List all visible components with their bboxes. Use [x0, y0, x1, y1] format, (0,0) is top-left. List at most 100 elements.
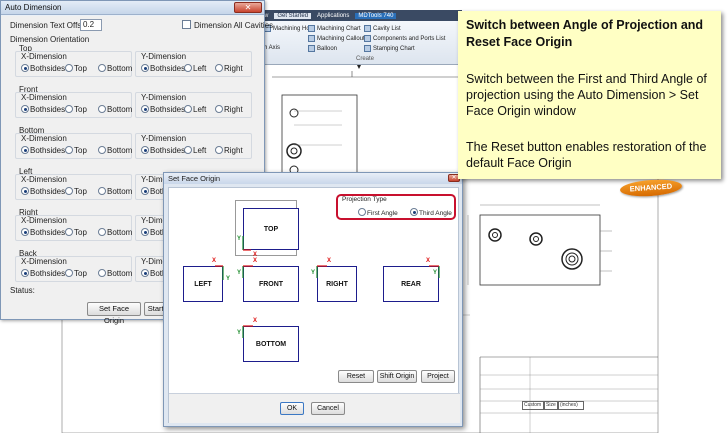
- x-option-bottom-top[interactable]: Bottom: [98, 64, 132, 73]
- project-button[interactable]: Project: [421, 370, 455, 383]
- radio-button[interactable]: [65, 187, 73, 195]
- ribbon-tab[interactable]: w: [264, 12, 269, 19]
- y-option-bothsides-bottom[interactable]: Bothsides: [141, 146, 185, 155]
- drawing-sheet-top: [262, 65, 462, 176]
- face-right[interactable]: RIGHT: [317, 266, 357, 302]
- x-option-top-front[interactable]: Top: [65, 105, 87, 114]
- axis-y-label: Y: [237, 270, 242, 276]
- radio-button[interactable]: [141, 228, 149, 236]
- y-option-bothsides-top[interactable]: Bothsides: [141, 64, 185, 73]
- face-front[interactable]: FRONT: [243, 266, 299, 302]
- radio-button[interactable]: [98, 105, 106, 113]
- y-option-left-top[interactable]: Left: [184, 64, 206, 73]
- radio-button[interactable]: [21, 187, 29, 195]
- right-face-origin-axes: [316, 265, 327, 278]
- axis-x-label: X: [426, 258, 431, 264]
- ribbon-components-ports[interactable]: Components and Ports List: [364, 35, 445, 42]
- ribbon-tab-applications[interactable]: Applications: [317, 12, 350, 19]
- face-top[interactable]: TOP: [243, 208, 299, 250]
- view-label-right: Right: [19, 208, 38, 217]
- radio-button[interactable]: [184, 146, 192, 154]
- radio-button[interactable]: [98, 187, 106, 195]
- x-option-bothsides-bottom[interactable]: Bothsides: [21, 146, 65, 155]
- radio-button[interactable]: [184, 105, 192, 113]
- ribbon-tab-mdtools[interactable]: MDTools 740: [355, 12, 397, 19]
- ribbon-balloon[interactable]: Balloon: [308, 45, 337, 52]
- radio-button[interactable]: [65, 228, 73, 236]
- radio-button[interactable]: [65, 64, 73, 72]
- radio-button[interactable]: [65, 146, 73, 154]
- radio-button[interactable]: [141, 187, 149, 195]
- title-block-units: (inches): [558, 401, 584, 410]
- radio-button[interactable]: [215, 64, 223, 72]
- y-option-bothsides-front[interactable]: Bothsides: [141, 105, 185, 114]
- text-offset-input[interactable]: 0.2: [80, 19, 102, 31]
- ribbon-machining-chart[interactable]: Machining Chart: [308, 25, 361, 32]
- face-bottom[interactable]: BOTTOM: [243, 326, 299, 362]
- ribbon-tab-get-started[interactable]: Get Started: [274, 12, 312, 19]
- ribbon-stamping-chart[interactable]: Stamping Chart: [364, 45, 415, 52]
- close-button[interactable]: ✕: [234, 2, 262, 13]
- face-rear[interactable]: REAR: [383, 266, 439, 302]
- ribbon-cavity-list[interactable]: Cavity List: [364, 25, 401, 32]
- x-option-bottom-bottom[interactable]: Bottom: [98, 146, 132, 155]
- first-angle-option[interactable]: First Angle: [358, 208, 398, 217]
- y-option-right-bottom[interactable]: Right: [215, 146, 243, 155]
- radio-button[interactable]: [21, 146, 29, 154]
- radio-button[interactable]: [184, 64, 192, 72]
- shift-origin-button[interactable]: Shift Origin: [377, 370, 417, 383]
- radio-button[interactable]: [21, 105, 29, 113]
- radio-button[interactable]: [21, 269, 29, 277]
- y-option-right-front[interactable]: Right: [215, 105, 243, 114]
- reset-button[interactable]: Reset: [338, 370, 374, 383]
- radio-button[interactable]: [141, 269, 149, 277]
- radio-button[interactable]: [21, 228, 29, 236]
- x-option-bothsides-back[interactable]: Bothsides: [21, 269, 65, 278]
- x-option-top-right[interactable]: Top: [65, 228, 87, 237]
- x-dimension-label: X-Dimension: [21, 52, 67, 61]
- dialog-title: Set Face Origin: [168, 174, 221, 183]
- x-option-top-back[interactable]: Top: [65, 269, 87, 278]
- radio-button[interactable]: [98, 64, 106, 72]
- radio-button[interactable]: [98, 269, 106, 277]
- radio-button[interactable]: [141, 105, 149, 113]
- ribbon-machining-callout[interactable]: Machining Callout: [308, 35, 365, 42]
- y-option-right-top[interactable]: Right: [215, 64, 243, 73]
- ribbon-axis[interactable]: h Axis: [264, 45, 281, 51]
- x-option-bothsides-right[interactable]: Bothsides: [21, 228, 65, 237]
- first-angle-radio[interactable]: [358, 208, 366, 216]
- radio-button[interactable]: [65, 105, 73, 113]
- radio-button[interactable]: [141, 64, 149, 72]
- x-option-bothsides-front[interactable]: Bothsides: [21, 105, 65, 114]
- x-option-top-left[interactable]: Top: [65, 187, 87, 196]
- all-cavities-label: Dimension All Cavities: [194, 21, 274, 30]
- all-cavities-checkbox[interactable]: [182, 20, 191, 29]
- front-face-origin-axes: [242, 265, 253, 278]
- chart-icon: [364, 45, 371, 52]
- x-option-bottom-back[interactable]: Bottom: [98, 269, 132, 278]
- x-option-top-bottom[interactable]: Top: [65, 146, 87, 155]
- y-option-left-bottom[interactable]: Left: [184, 146, 206, 155]
- y-option-left-front[interactable]: Left: [184, 105, 206, 114]
- x-option-bottom-left[interactable]: Bottom: [98, 187, 132, 196]
- radio-button[interactable]: [21, 64, 29, 72]
- radio-button[interactable]: [65, 269, 73, 277]
- x-option-bothsides-top[interactable]: Bothsides: [21, 64, 65, 73]
- x-option-bottom-right[interactable]: Bottom: [98, 228, 132, 237]
- ok-button[interactable]: OK: [280, 402, 304, 415]
- cancel-button[interactable]: Cancel: [311, 402, 345, 415]
- x-option-bottom-front[interactable]: Bottom: [98, 105, 132, 114]
- face-left[interactable]: LEFT: [183, 266, 223, 302]
- x-option-top-top[interactable]: Top: [65, 64, 87, 73]
- radio-button[interactable]: [215, 146, 223, 154]
- third-angle-option[interactable]: Third Angle: [410, 208, 452, 217]
- x-option-bothsides-left[interactable]: Bothsides: [21, 187, 65, 196]
- third-angle-radio[interactable]: [410, 208, 418, 216]
- radio-button[interactable]: [98, 146, 106, 154]
- set-face-origin-button[interactable]: Set Face Origin: [87, 302, 141, 325]
- radio-button[interactable]: [98, 228, 106, 236]
- radio-button[interactable]: [141, 146, 149, 154]
- radio-button[interactable]: [215, 105, 223, 113]
- title-block-custom: Custom: [522, 401, 544, 410]
- view-label-front: Front: [19, 85, 38, 94]
